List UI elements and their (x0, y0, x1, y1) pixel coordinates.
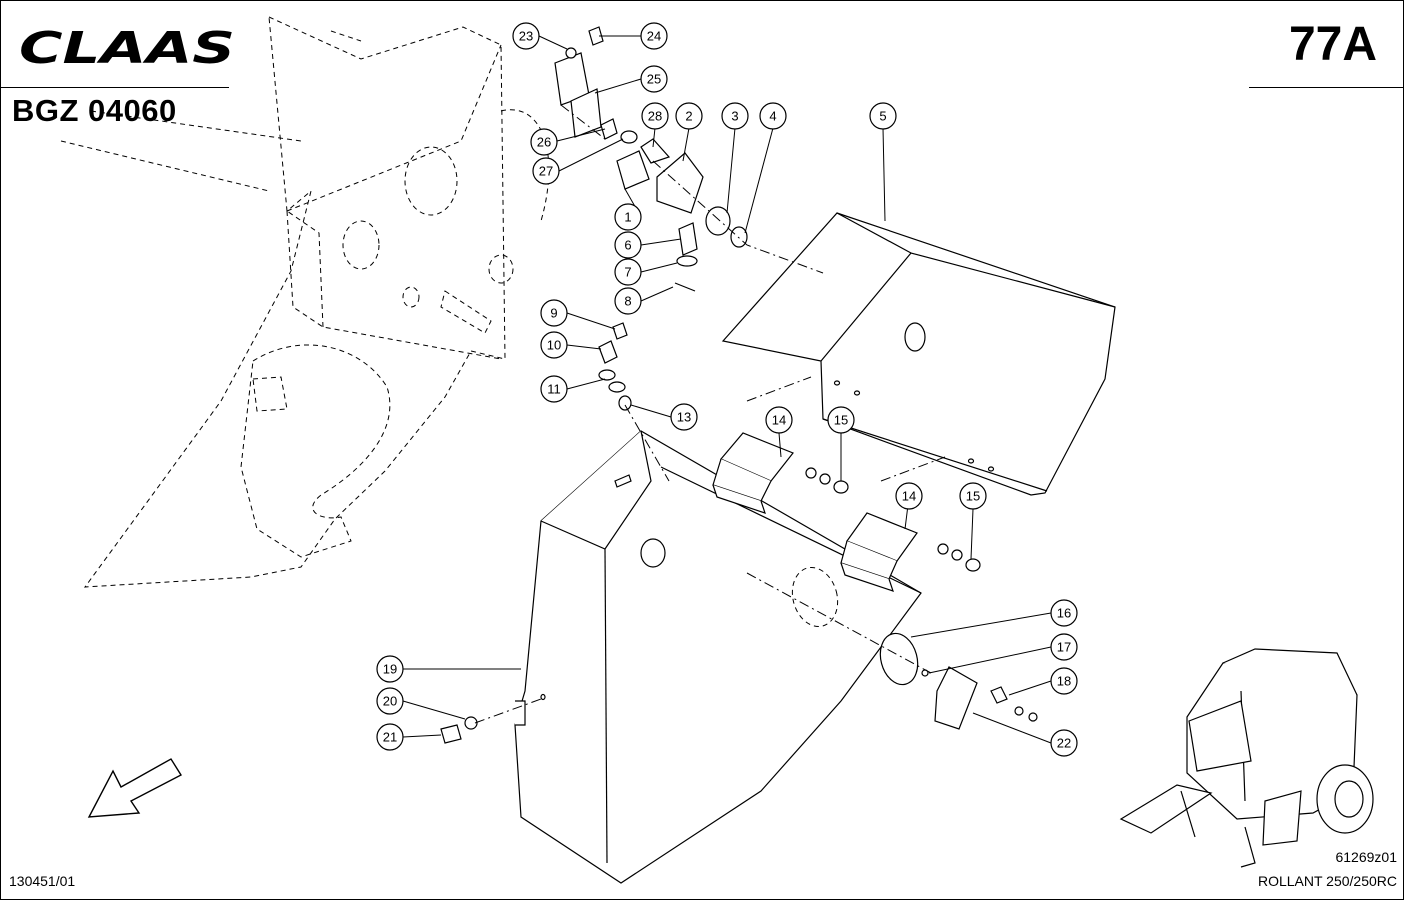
callout-15-upper: 15 (827, 406, 855, 434)
washer-part-11b (608, 381, 626, 393)
svg-text:21: 21 (383, 730, 397, 745)
latch-parts (554, 26, 748, 411)
washer-part-11a (598, 369, 616, 381)
svg-text:2: 2 (685, 109, 692, 124)
svg-text:22: 22 (1057, 736, 1071, 751)
claas-logo: CLAAS (19, 23, 235, 69)
callout-9: 9 (540, 299, 568, 327)
spring-part-6 (678, 222, 698, 256)
callout-23: 23 (512, 22, 540, 50)
svg-text:16: 16 (1057, 606, 1071, 621)
frame-side-panel (60, 16, 550, 588)
bushing-part-1 (616, 150, 650, 190)
guard-part-22 (934, 666, 978, 730)
fitting-part-10 (598, 340, 618, 364)
callout-16: 16 (1050, 599, 1078, 627)
callout-19: 19 (376, 655, 404, 683)
svg-text:25: 25 (647, 72, 661, 87)
bracket-part-14-upper (712, 432, 794, 514)
svg-text:28: 28 (648, 109, 662, 124)
fasteners-part-15 (805, 467, 981, 572)
callout-11: 11 (540, 375, 568, 403)
header-rule-right (1249, 87, 1403, 88)
svg-text:6: 6 (624, 238, 631, 253)
callout-20: 20 (376, 687, 404, 715)
page-number: 77A (1288, 18, 1377, 71)
svg-text:18: 18 (1057, 674, 1071, 689)
brand-wordmark: CLAAS (19, 23, 235, 69)
direction-arrow-icon (87, 758, 182, 818)
document-code: BGZ 04060 (12, 93, 177, 128)
callout-8: 8 (614, 287, 642, 315)
svg-text:10: 10 (547, 338, 561, 353)
pin-part-8 (674, 282, 696, 292)
callout-10: 10 (540, 331, 568, 359)
washer-part-3 (705, 206, 731, 236)
svg-text:14: 14 (772, 413, 786, 428)
fasteners-part-20-21 (440, 716, 478, 744)
callout-13: 13 (670, 403, 698, 431)
leader-lines (402, 35, 1052, 744)
svg-text:3: 3 (731, 109, 738, 124)
svg-text:15: 15 (834, 413, 848, 428)
callout-7: 7 (614, 258, 642, 286)
latch-plate-part-2 (656, 152, 704, 214)
callout-17: 17 (1050, 633, 1078, 661)
callout-28: 28 (641, 102, 669, 130)
drawing-number: 130451/01 (9, 873, 76, 889)
svg-text:7: 7 (624, 265, 631, 280)
header-rule-left (1, 87, 229, 88)
bracket-part-14-lower (840, 512, 918, 592)
washer-part-7 (676, 255, 698, 267)
cap-part-9 (612, 322, 628, 340)
callout-24: 24 (640, 22, 668, 50)
callout-4: 4 (759, 102, 787, 130)
callout-18: 18 (1050, 667, 1078, 695)
upper-cover-part-5 (721, 212, 1116, 496)
callout-15-lower: 15 (959, 482, 987, 510)
svg-text:15: 15 (966, 489, 980, 504)
callout-14-lower: 14 (895, 482, 923, 510)
svg-text:23: 23 (519, 29, 533, 44)
svg-text:5: 5 (879, 109, 886, 124)
assembly-axes (474, 104, 946, 724)
lower-cover-part-19 (514, 430, 922, 884)
bolt-part-18 (990, 686, 1008, 704)
callout-26: 26 (530, 128, 558, 156)
callout-27: 27 (532, 157, 560, 185)
svg-text:9: 9 (550, 306, 557, 321)
svg-text:14: 14 (902, 489, 916, 504)
callout-14-upper: 14 (765, 406, 793, 434)
callout-2: 2 (675, 102, 703, 130)
ring-part-4 (730, 226, 748, 248)
callout-22: 22 (1050, 729, 1078, 757)
svg-text:17: 17 (1057, 640, 1071, 655)
disc-parts (791, 566, 1038, 730)
nut-part-13 (618, 395, 632, 411)
callout-6: 6 (614, 231, 642, 259)
model-name: ROLLANT 250/250RC (1257, 873, 1397, 889)
pin-part-28 (640, 138, 671, 164)
svg-text:27: 27 (539, 164, 553, 179)
svg-text:26: 26 (537, 135, 551, 150)
figure-number: 61269z01 (1335, 849, 1397, 865)
callout-21: 21 (376, 723, 404, 751)
disc-part-16 (879, 632, 919, 686)
baler-overview-sketch (1119, 648, 1374, 868)
svg-text:11: 11 (547, 382, 561, 397)
svg-text:24: 24 (647, 29, 661, 44)
svg-text:1: 1 (624, 210, 631, 225)
callout-5: 5 (869, 102, 897, 130)
callout-1: 1 (614, 203, 642, 231)
callout-25: 25 (640, 65, 668, 93)
svg-text:20: 20 (383, 694, 397, 709)
svg-text:19: 19 (383, 662, 397, 677)
svg-text:8: 8 (624, 294, 631, 309)
svg-text:4: 4 (769, 109, 776, 124)
svg-text:13: 13 (677, 410, 691, 425)
callout-3: 3 (721, 102, 749, 130)
